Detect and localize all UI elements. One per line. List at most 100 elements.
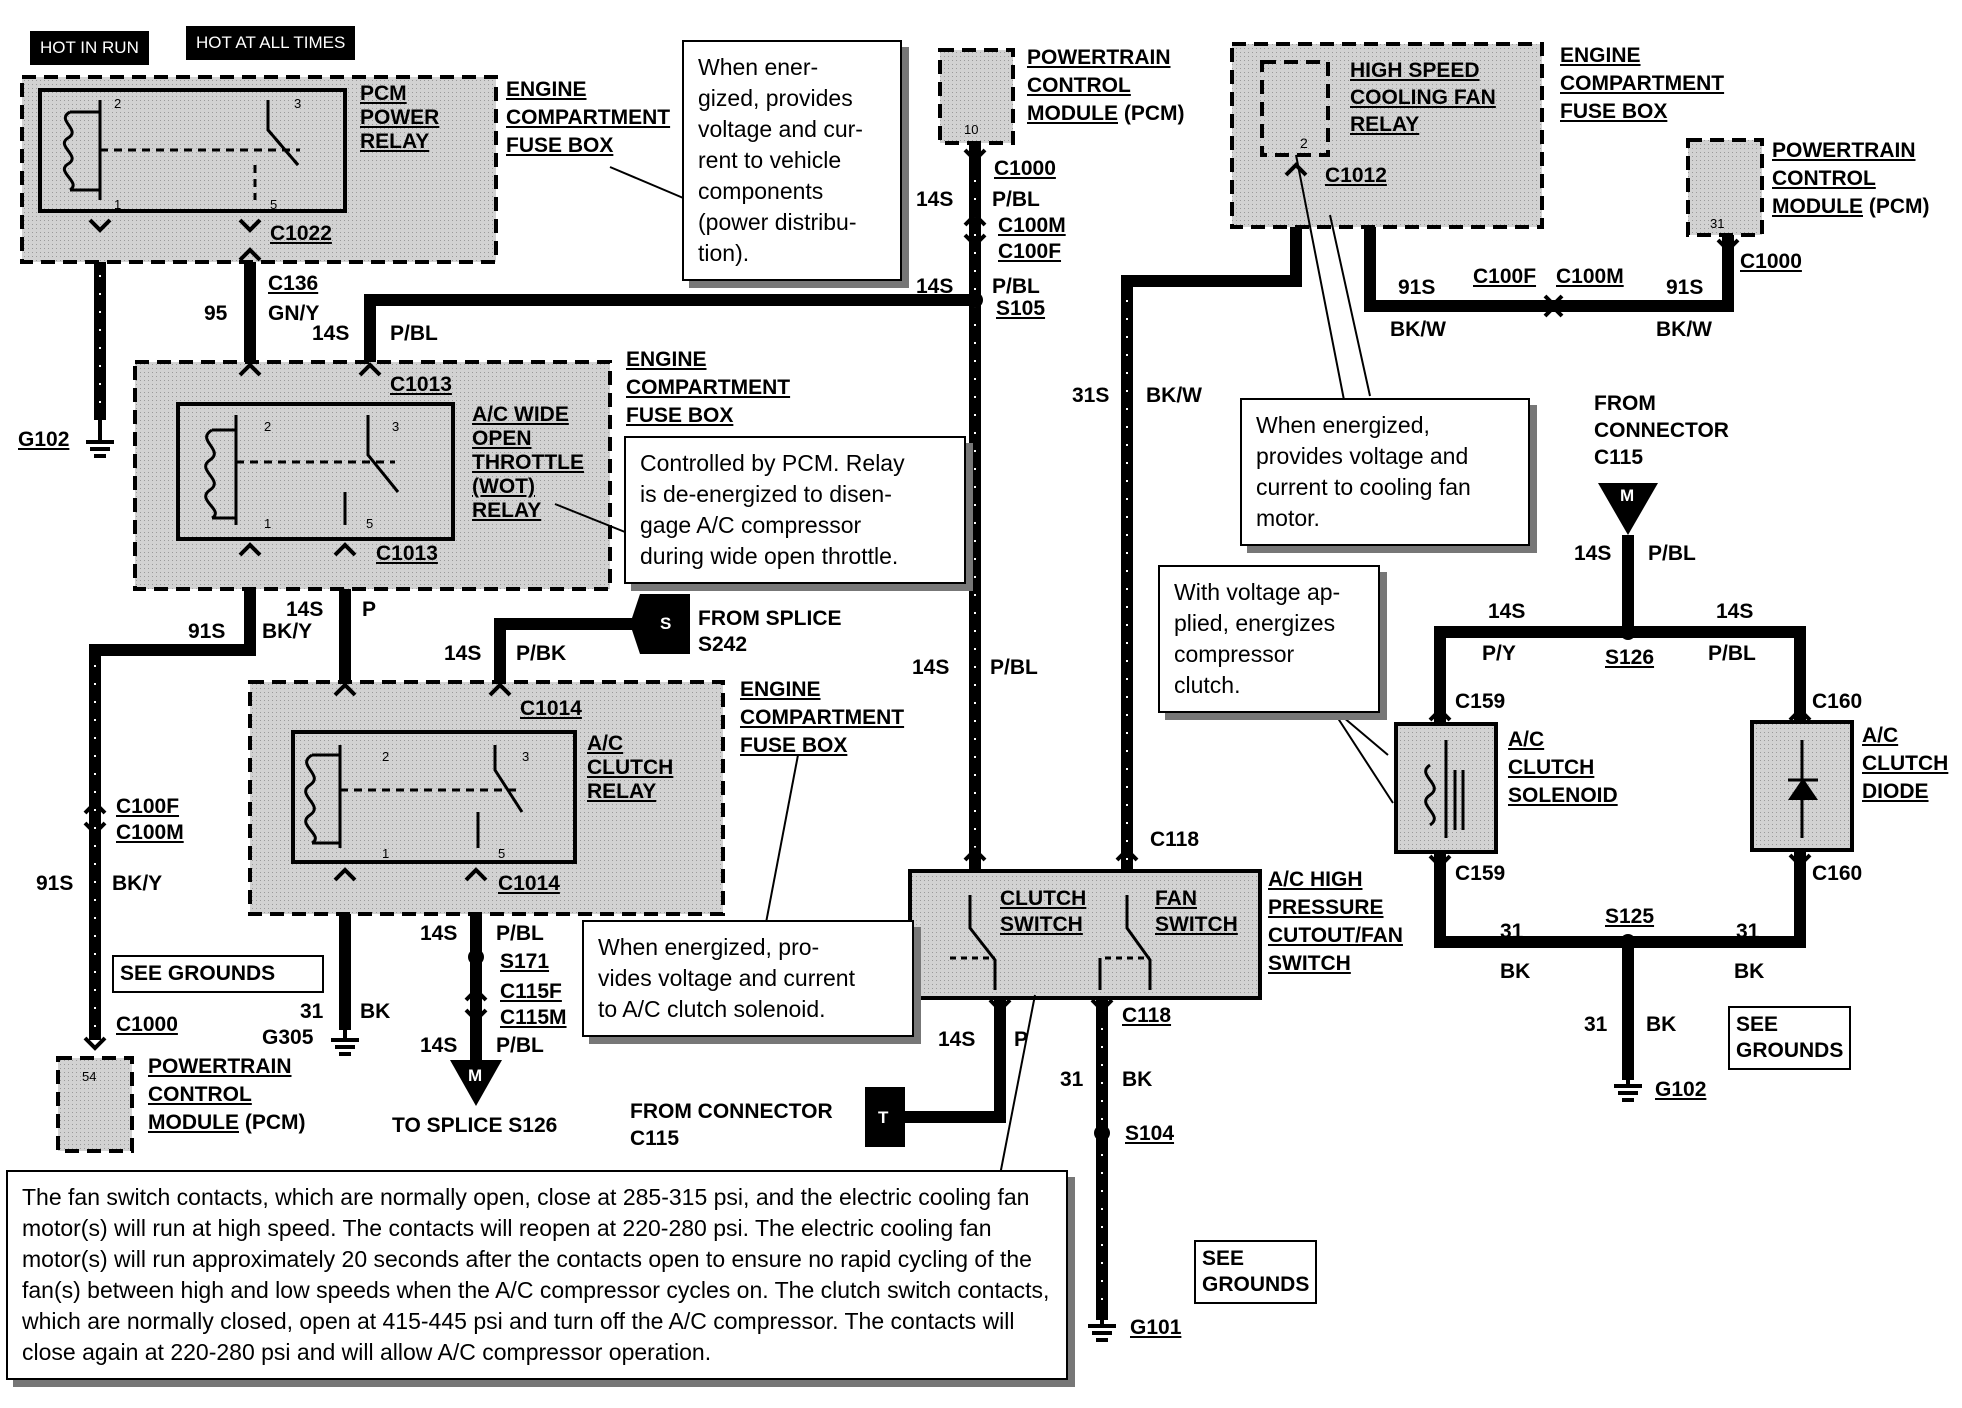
wire-label: BK <box>1500 960 1531 983</box>
clutch-switch-label: CLUTCH SWITCH <box>1000 887 1087 936</box>
to-splice-s126-symbol <box>450 1060 502 1106</box>
pressure-switch-label: A/C HIGH PRESSURE CUTOUT/FAN SWITCH <box>1268 868 1403 975</box>
t-symbol-letter: T <box>878 1108 889 1127</box>
wire-label: GN/Y <box>268 302 320 325</box>
conn-c100m-1: C100M <box>998 214 1066 237</box>
to-splice-s126-label: TO SPLICE S126 <box>392 1114 558 1137</box>
note-cooling-fan: When energized, provides voltage and cur… <box>1240 398 1530 546</box>
conn-c1022: C1022 <box>270 222 332 245</box>
wot-relay-frame <box>176 402 455 541</box>
conn-c159-top: C159 <box>1455 690 1506 713</box>
hot-in-run-tag: HOT IN RUN <box>30 31 149 65</box>
wire-label: BK/W <box>1656 318 1712 341</box>
fuse-box-label-3: ENGINE COMPARTMENT FUSE BOX <box>740 678 905 757</box>
relay-pin: 2 <box>382 749 390 764</box>
conn-c118-top: C118 <box>1150 828 1200 851</box>
conn-c1014-top: C1014 <box>520 697 582 720</box>
wire-91s-bkw <box>1364 227 1734 312</box>
conn-c1013-top: C1013 <box>390 373 452 396</box>
ground-label-g101: G101 <box>1130 1316 1182 1339</box>
from-connector-c115-symbol <box>865 1087 905 1147</box>
wire-label: P/Y <box>1482 642 1516 665</box>
ground-label-g305: G305 <box>262 1026 314 1049</box>
clutch-relay-box <box>248 680 725 916</box>
conn-c1013-bot: C1013 <box>376 542 438 565</box>
pcm-bottom-pin: 54 <box>82 1069 97 1084</box>
splice-s171 <box>468 949 484 965</box>
conn-c100m-2: C100M <box>1556 265 1624 288</box>
ground-g305 <box>331 1030 359 1056</box>
wire-label: 91S <box>1398 276 1436 299</box>
wire-label: P/BL <box>990 656 1038 679</box>
relay-pin: 1 <box>114 197 122 212</box>
wire-label: BK <box>360 1000 391 1023</box>
cooling-fan-relay-box <box>1230 42 1544 229</box>
conn-c1014-bot: C1014 <box>498 872 560 895</box>
pcm-bottom-box <box>56 1056 134 1153</box>
relay-pin: 5 <box>366 516 374 531</box>
wire-label: 14S <box>916 188 954 211</box>
wire-label: 14S <box>312 322 350 345</box>
wire-label: 14S <box>916 275 954 298</box>
ground-g102-left <box>86 420 114 458</box>
wire-14s-pbl-top <box>364 294 975 362</box>
from-splice-s242-symbol <box>630 594 690 654</box>
conn-c1012: C1012 <box>1325 164 1387 187</box>
conn-c115m: C115M <box>500 1006 567 1029</box>
wire-label: 14S <box>912 656 950 679</box>
pcm-right-pin: 31 <box>1710 216 1725 231</box>
pcm-right-box <box>1686 138 1764 237</box>
ground-g102-right <box>1614 1080 1642 1102</box>
wire-label: P/BK <box>516 642 567 665</box>
pcm-relay-frame <box>38 88 347 213</box>
note-pcm-relay: When ener- gized, provides voltage and c… <box>682 40 902 281</box>
pcm-top-pin: 10 <box>964 122 979 137</box>
solenoid-label: A/C CLUTCH SOLENOID <box>1508 728 1618 807</box>
note-bottom-description: The fan switch contacts, which are norma… <box>6 1170 1068 1380</box>
wire-label: 14S <box>444 642 482 665</box>
fuse-box-label-4: ENGINE COMPARTMENT FUSE BOX <box>1560 44 1725 123</box>
wire-label: 91S <box>36 872 74 895</box>
relay-pin: 1 <box>382 846 390 861</box>
conn-c1000-top: C1000 <box>994 157 1056 180</box>
wire-label: BK/W <box>1146 384 1202 407</box>
diode-symbol <box>1788 778 1818 800</box>
wire-label: BK/W <box>1390 318 1446 341</box>
ground-g101 <box>1088 1320 1116 1342</box>
fan-switch-label: FAN SWITCH <box>1155 887 1238 936</box>
wire-label: P/BL <box>496 1034 544 1057</box>
ground-label-g102-right: G102 <box>1655 1078 1707 1101</box>
see-grounds-box-1: SEE GROUNDS <box>112 955 324 993</box>
diode-label: A/C CLUTCH DIODE <box>1862 724 1949 803</box>
see-grounds-box-3: SEE GROUNDS <box>1728 1006 1852 1070</box>
splice-label-s126: S126 <box>1605 646 1655 669</box>
wire-label: P/BL <box>992 275 1040 298</box>
cooling-fan-relay-label: HIGH SPEED COOLING FAN RELAY <box>1350 59 1496 136</box>
wire-label: 91S <box>1666 276 1704 299</box>
s-symbol-letter: S <box>660 614 672 633</box>
wire-label: 31S <box>1072 384 1110 407</box>
relay-pin: 1 <box>264 516 272 531</box>
conn-c1000-right: C1000 <box>1740 250 1802 273</box>
wire-label: P/BL <box>992 188 1040 211</box>
wot-relay-label: A/C WIDE OPEN THROTTLE (WOT) RELAY <box>472 403 584 522</box>
conn-c100f-3: C100F <box>116 795 180 818</box>
wire-label: 95 <box>204 302 228 325</box>
wire-label: P <box>362 598 377 621</box>
wire-label: 31 <box>1584 1013 1608 1036</box>
splice-label-s105: S105 <box>996 297 1046 320</box>
note-wot-relay: Controlled by PCM. Relay is de-energized… <box>624 436 966 584</box>
fuse-box-label-1: ENGINE COMPARTMENT FUSE BOX <box>506 78 671 157</box>
wire-label: 31 <box>1736 920 1760 943</box>
wire-label: 14S <box>1488 600 1526 623</box>
splice-s125 <box>1620 934 1636 950</box>
wire-label: BK <box>1122 1068 1153 1091</box>
wire-label: BK/Y <box>112 872 163 895</box>
conn-c115f: C115F <box>500 980 562 1003</box>
conn-c160-top: C160 <box>1812 690 1863 713</box>
relay-pin: 5 <box>498 846 506 861</box>
